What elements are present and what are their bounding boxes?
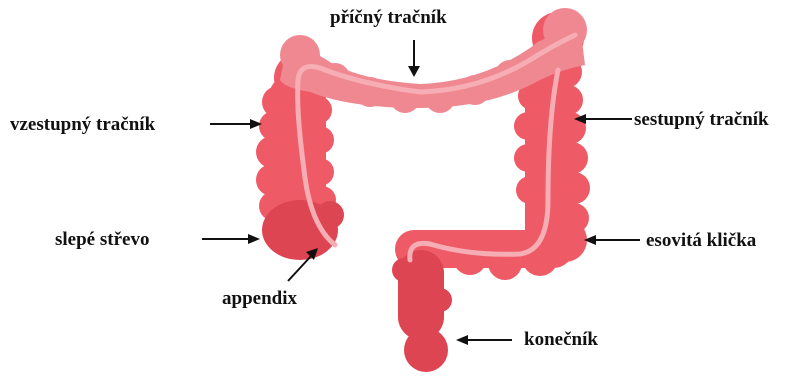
label-sigmoid-colon: esovitá klička bbox=[646, 231, 756, 250]
label-appendix: appendix bbox=[222, 289, 297, 308]
label-ascending-colon: vzestupný tračník bbox=[10, 115, 155, 134]
arrow-rectum-head bbox=[456, 335, 468, 345]
label-rectum: konečník bbox=[524, 330, 598, 349]
arrow-transverse-head bbox=[408, 66, 420, 77]
label-descending-colon: sestupný tračník bbox=[634, 110, 769, 129]
label-transverse-colon: příčný tračník bbox=[330, 8, 447, 27]
cecum bbox=[262, 200, 344, 260]
rectum bbox=[392, 250, 452, 372]
arrow-cecum-head bbox=[248, 234, 260, 244]
label-cecum: slepé střevo bbox=[55, 230, 149, 249]
